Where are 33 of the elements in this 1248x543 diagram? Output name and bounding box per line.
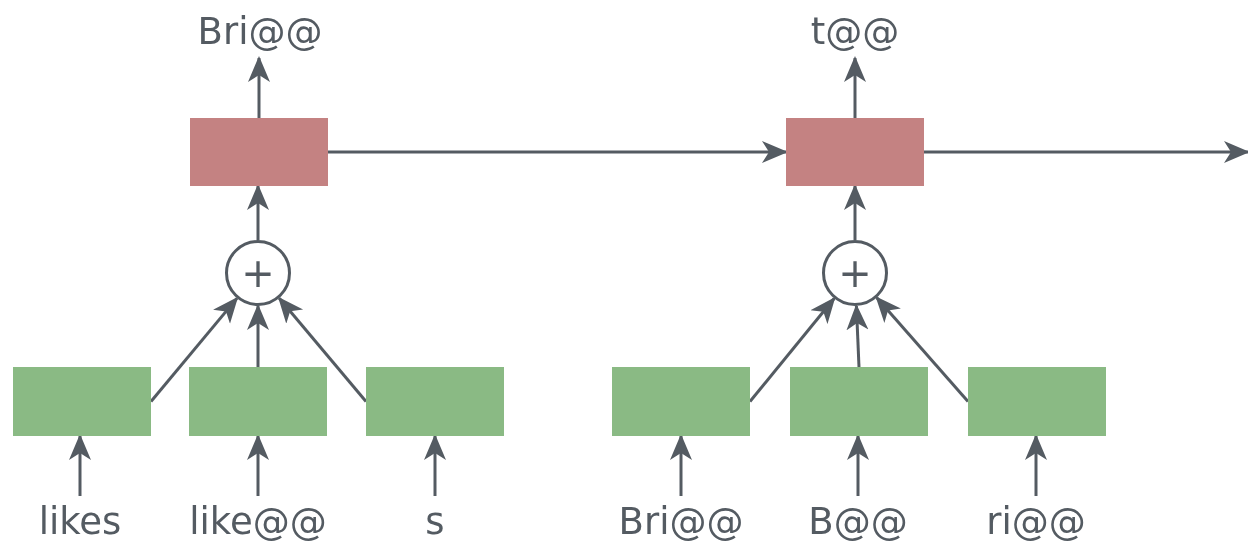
arrow <box>424 434 446 496</box>
arrow <box>247 184 269 240</box>
word-label: B@@ <box>795 502 921 542</box>
arrow <box>844 184 866 240</box>
embedding-box <box>366 367 504 436</box>
arrow <box>69 434 91 496</box>
rnn-cell-box <box>786 118 924 186</box>
arrow <box>844 56 866 118</box>
word-label: Bri@@ <box>605 502 757 542</box>
embedding-box <box>790 367 928 436</box>
embedding-box <box>612 367 750 436</box>
sum-circle: + <box>225 240 291 306</box>
arrow <box>924 141 1248 163</box>
word-label: like@@ <box>180 502 336 542</box>
word-label: s <box>405 502 465 542</box>
arrow <box>670 434 692 496</box>
arrow <box>875 296 970 403</box>
arrow <box>248 56 270 118</box>
arrow <box>277 296 368 403</box>
arrow <box>328 141 788 163</box>
arrow <box>847 434 869 496</box>
arrow <box>247 434 269 496</box>
arrow <box>1025 434 1047 496</box>
word-label: t@@ <box>795 12 915 52</box>
embedding-box <box>13 367 151 436</box>
rnn-cell-box <box>190 118 328 186</box>
arrow <box>247 304 269 367</box>
embedding-box <box>968 367 1106 436</box>
word-label: Bri@@ <box>190 12 330 52</box>
word-label: likes <box>20 502 140 542</box>
word-label: ri@@ <box>975 502 1097 542</box>
embedding-box <box>189 367 327 436</box>
sum-circle: + <box>822 240 888 306</box>
